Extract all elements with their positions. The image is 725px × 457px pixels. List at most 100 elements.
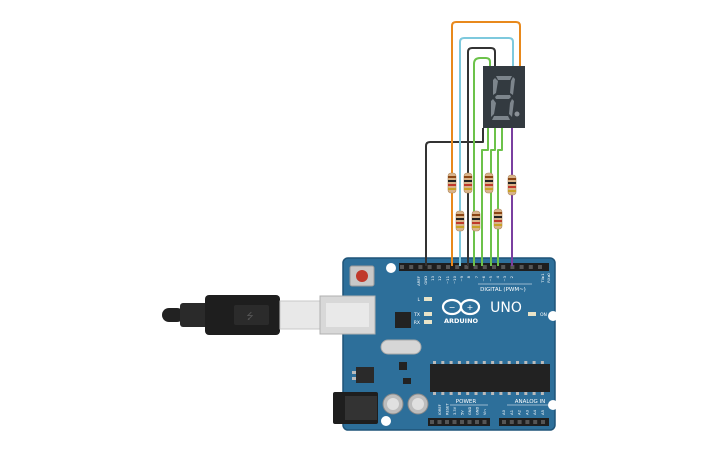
- mcu-pin: [474, 361, 478, 364]
- resistor-band: [464, 184, 472, 186]
- mounting-hole: [381, 416, 391, 426]
- usb-plug-grip: [234, 305, 269, 325]
- analog-pin-hole[interactable]: [502, 420, 506, 424]
- mcu-pin: [507, 392, 511, 395]
- resistor-band: [494, 220, 502, 222]
- mounting-hole: [548, 311, 558, 321]
- digital-pin-hole[interactable]: [501, 265, 506, 269]
- wire-black-pin12[interactable]: [425, 128, 484, 266]
- smd-chip: [403, 378, 411, 384]
- mcu-pin: [441, 361, 445, 364]
- led-on: [528, 312, 536, 316]
- analog-pin-hole[interactable]: [533, 420, 538, 424]
- resistor[interactable]: [493, 208, 503, 230]
- digital-pin-hole[interactable]: [418, 265, 423, 269]
- mcu-pin: [499, 361, 503, 364]
- seven-segment-display[interactable]: 8: [483, 66, 525, 128]
- digital-pin-hole[interactable]: [427, 265, 432, 269]
- analog-pin-hole[interactable]: [541, 420, 545, 424]
- power-pin-hole[interactable]: [452, 420, 457, 424]
- mcu-pin: [449, 392, 453, 395]
- power-pin-label: 5V: [461, 410, 465, 415]
- mcu-pin: [466, 392, 470, 395]
- wire-black-pin8[interactable]: [467, 47, 496, 266]
- mcu-pin: [540, 392, 544, 395]
- resistor[interactable]: [447, 172, 457, 194]
- wire-green-pin4[interactable]: [497, 128, 503, 266]
- power-pin-hole[interactable]: [437, 420, 442, 424]
- resistor[interactable]: [455, 210, 465, 232]
- wire-green-pin5[interactable]: [490, 128, 496, 266]
- resistor-band: [508, 178, 516, 180]
- arduino-logo: − +: [441, 298, 481, 316]
- usb-cable[interactable]: ⭍: [162, 295, 321, 335]
- mounting-hole: [548, 400, 558, 410]
- analog-in-label: ANALOG IN: [515, 399, 546, 405]
- digital-pin-hole[interactable]: [436, 265, 441, 269]
- resistor-band: [448, 180, 456, 182]
- display-segments: [491, 76, 515, 120]
- usb-interface-chip: [395, 312, 411, 328]
- digital-pin-hole[interactable]: [473, 265, 478, 269]
- reset-button[interactable]: [356, 270, 368, 282]
- display-seg-f: [493, 78, 498, 95]
- digital-pin-hole[interactable]: [409, 265, 414, 269]
- resistor-band: [494, 216, 502, 218]
- digital-pin-hole[interactable]: [538, 265, 542, 269]
- resistor[interactable]: [507, 174, 517, 196]
- power-pin-label: Vin: [483, 409, 487, 415]
- atmega-microcontroller: [430, 364, 550, 392]
- power-pin-hole[interactable]: [460, 420, 464, 424]
- mcu-pin: [491, 361, 495, 364]
- display-seg-g: [495, 95, 511, 99]
- mcu-pin: [532, 392, 536, 395]
- analog-pin-hole[interactable]: [525, 420, 530, 424]
- wire-green-pin7[interactable]: [473, 57, 491, 266]
- usb-b-socket-inner: [326, 303, 369, 327]
- digital-pin-hole[interactable]: [510, 265, 515, 269]
- mcu-pin: [466, 361, 470, 364]
- analog-pin-hole[interactable]: [517, 420, 522, 424]
- brand-label: ARDUINO: [444, 317, 479, 325]
- digital-pin-hole[interactable]: [455, 265, 460, 269]
- power-pin-hole[interactable]: [482, 420, 487, 424]
- power-pin-hole[interactable]: [475, 420, 479, 424]
- wire-green-pin6[interactable]: [481, 128, 489, 266]
- digital-pin-hole[interactable]: [519, 265, 524, 269]
- mcu-pin: [491, 392, 495, 395]
- digital-pwm-label: DIGITAL (PWM~): [480, 287, 526, 293]
- digital-pin-hole[interactable]: [492, 265, 496, 269]
- digital-pin-hole[interactable]: [464, 265, 469, 269]
- digital-pin-hole[interactable]: [482, 265, 487, 269]
- display-seg-a: [496, 76, 512, 80]
- resistor-band: [456, 218, 464, 220]
- resistor[interactable]: [471, 210, 481, 232]
- resistor-band: [485, 180, 493, 182]
- analog-pin-hole[interactable]: [509, 420, 514, 424]
- usb-symbol-icon: ⭍: [246, 311, 254, 322]
- wire-cyan-pin9[interactable]: [459, 37, 514, 266]
- resistor-band: [485, 184, 493, 186]
- led-l: [424, 297, 432, 301]
- power-pin-hole[interactable]: [430, 420, 434, 424]
- power-pin-hole[interactable]: [467, 420, 472, 424]
- wire-orange-pin10[interactable]: [451, 21, 521, 266]
- resistor[interactable]: [463, 172, 473, 194]
- digital-pin-hole[interactable]: [528, 265, 533, 269]
- digital-pin-hole[interactable]: [400, 265, 404, 269]
- digital-pin-hole[interactable]: [446, 265, 450, 269]
- analog-header: [499, 418, 549, 426]
- display-decimal-point: [514, 111, 520, 117]
- mcu-pin: [449, 361, 453, 364]
- digital-pin-label: ~11: [445, 275, 450, 284]
- analog-pin-label: A5: [540, 409, 545, 415]
- resistor[interactable]: [484, 172, 494, 194]
- resistor-band: [456, 226, 464, 228]
- digital-pin-holes: [400, 265, 542, 269]
- power-pin-hole[interactable]: [445, 420, 449, 424]
